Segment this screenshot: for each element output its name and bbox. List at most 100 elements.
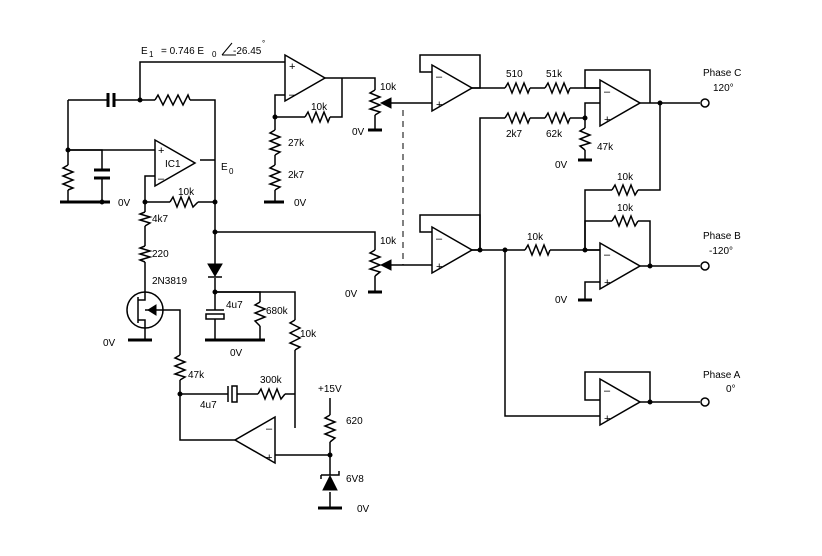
label-10k-mid: 10k	[300, 329, 317, 340]
label-0v-g7: 0V	[357, 504, 370, 515]
resistor-300k	[257, 386, 286, 402]
wires	[67, 54, 700, 508]
opamp-top-buffer: + –	[284, 54, 326, 102]
label-0v-g4: 0V	[103, 338, 116, 349]
resistor-2k7-right	[504, 110, 531, 126]
label-fet: 2N3819	[152, 276, 187, 287]
capacitor-feedback-icon	[106, 93, 116, 107]
label-620: 620	[346, 416, 363, 427]
phase-b-minus: –	[604, 249, 611, 261]
equation-lhs: E	[141, 46, 148, 57]
label-47k-right: 47k	[597, 142, 614, 153]
resistor-10k-b-input	[524, 242, 551, 258]
label-phase-a: Phase A	[703, 370, 741, 381]
label-680k: 680k	[266, 306, 289, 317]
label-top-fb: 10k	[311, 102, 328, 113]
ic1-minus-sign: –	[158, 173, 165, 185]
angle-icon	[221, 42, 236, 56]
resistor-10k-b	[611, 213, 639, 229]
label-62k: 62k	[546, 129, 563, 140]
opamps: IC1 + – + – – + – + – + – +	[154, 54, 641, 464]
potentiometers	[367, 89, 392, 277]
label-4k7: 4k7	[152, 214, 169, 225]
resistor-47k-left	[172, 354, 188, 381]
opamp-buffer-c: – +	[431, 64, 473, 112]
label-0v-g8: 0V	[555, 160, 568, 171]
opamp-ic1: IC1 + –	[154, 139, 196, 187]
opamp-buffer-b: – +	[431, 226, 473, 274]
equation-lhs-sub: 1	[149, 50, 154, 59]
diodes	[207, 263, 340, 491]
label-phase-b: Phase B	[703, 231, 741, 242]
fet-2n3819	[126, 291, 164, 329]
label-220: 220	[152, 249, 169, 260]
resistor-4k7	[137, 211, 153, 227]
resistor-220	[137, 245, 153, 263]
wiper-arrow-icon-bottom	[379, 259, 392, 271]
e0-label: E	[221, 162, 228, 173]
resistor-top-feedback	[154, 93, 191, 107]
label-2k7-left: 2k7	[288, 170, 305, 181]
label-0v-g3: 0V	[294, 198, 307, 209]
resistor-680k	[252, 301, 268, 327]
opamp-phase-a: – +	[599, 378, 641, 426]
diode-icon	[207, 263, 223, 277]
label-supply: +15V	[318, 384, 342, 395]
potentiometer-top	[367, 89, 383, 116]
top-buffer-minus: –	[289, 89, 296, 101]
equation-angle: -26.45	[233, 46, 262, 57]
label-10k-c: 10k	[617, 172, 634, 183]
label-2k7-right: 2k7	[506, 129, 523, 140]
resistor-10k-c	[611, 182, 639, 198]
phase-a-minus: –	[604, 385, 611, 397]
resistor-10k-mid	[288, 319, 302, 351]
label-bottom-pot: 10k	[380, 236, 397, 247]
label-phase-c: Phase C	[703, 68, 741, 79]
label-0v-g5: 0V	[230, 348, 243, 359]
terminal-phase-b-icon	[700, 261, 710, 271]
label-0v-g6: 0V	[345, 289, 358, 300]
resistors	[60, 80, 639, 443]
e0-sub: 0	[229, 167, 234, 176]
label-27k: 27k	[288, 138, 305, 149]
buffer-b-minus: –	[436, 233, 443, 245]
label-phase-a-angle: 0°	[726, 384, 736, 395]
equation-rhs: = 0.746 E	[161, 46, 204, 57]
label-0v-g2: 0V	[352, 127, 365, 138]
buffer-b-plus: +	[436, 261, 442, 273]
capacitor-left-ground-icon	[94, 168, 110, 180]
phase-b-plus: +	[604, 277, 610, 289]
buffer-c-minus: –	[436, 71, 443, 83]
label-10k-b-input: 10k	[527, 232, 544, 243]
resistor-51k	[544, 80, 571, 96]
phase-c-minus: –	[604, 86, 611, 98]
resistor-47k-right	[577, 127, 593, 151]
resistor-left-ground	[60, 164, 76, 191]
resistor-27k	[267, 129, 283, 156]
resistor-ic1-feedback	[169, 194, 199, 210]
terminal-phase-c-icon	[700, 98, 710, 108]
resistor-62k	[544, 110, 571, 126]
label-10k-b: 10k	[617, 203, 634, 214]
label-top-pot: 10k	[380, 82, 397, 93]
label-47k-left: 47k	[188, 370, 205, 381]
equation-deg: °	[262, 39, 265, 48]
phase-c-plus: +	[604, 114, 610, 126]
label-phase-c-angle: 120°	[713, 83, 734, 94]
top-buffer-plus: +	[289, 61, 295, 73]
low-opamp-plus: +	[266, 452, 272, 464]
fet-circle-icon	[126, 291, 164, 329]
output-terminals	[700, 98, 710, 407]
label-300k: 300k	[260, 375, 283, 386]
capacitors	[94, 93, 238, 403]
potentiometer-bottom	[367, 249, 383, 277]
terminal-phase-a-icon	[700, 397, 710, 407]
label-0v-g1: 0V	[118, 198, 131, 209]
label-phase-b-angle: -120°	[709, 246, 733, 257]
junctions	[65, 97, 663, 458]
resistor-620	[322, 414, 338, 443]
ic1-plus-sign: +	[158, 145, 164, 157]
low-opamp-minus: –	[266, 423, 273, 435]
equation-rhs-sub: 0	[212, 50, 217, 59]
label-4u7-mid: 4u7	[226, 300, 243, 311]
